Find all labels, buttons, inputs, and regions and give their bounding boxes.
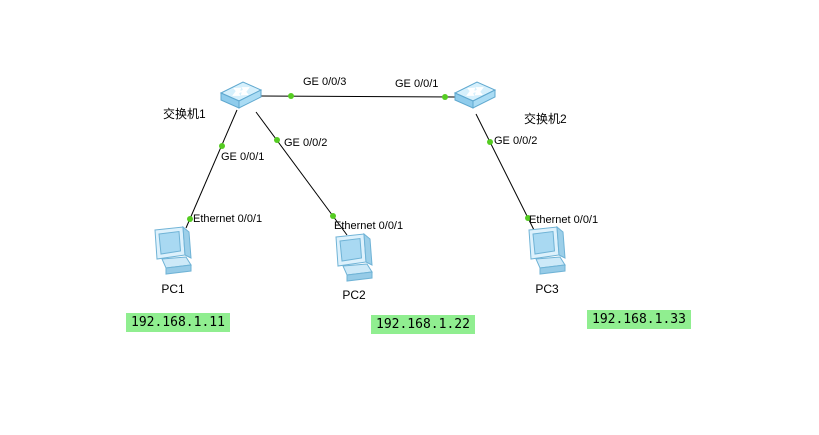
link-endpoint-dot	[330, 213, 336, 219]
switch-icon	[219, 81, 263, 109]
switch-arrows-glyph	[466, 87, 484, 96]
port-label-pc1-ethernet001: Ethernet 0/0/1	[193, 213, 263, 225]
link-switch1-switch2	[259, 93, 457, 100]
switch-arrows-glyph	[232, 87, 250, 96]
pc-icon	[528, 225, 566, 275]
port-label-switch2-ge002: GE 0/0/2	[494, 135, 538, 147]
link-line[interactable]	[185, 109, 238, 229]
port-label-switch2-ge001: GE 0/0/1	[395, 78, 439, 90]
pc-screen	[339, 237, 363, 262]
link-endpoint-dot	[487, 139, 493, 145]
device-label-pc1: PC1	[161, 282, 185, 296]
device-switch1[interactable]	[219, 80, 263, 115]
link-switch1-pc1	[185, 109, 238, 229]
ip-note-pc1[interactable]: 192.168.1.11	[126, 313, 230, 332]
device-label-switch1: 交换机1	[163, 107, 206, 121]
port-label-pc2-ethernet001: Ethernet 0/0/1	[334, 220, 404, 232]
pc-screen	[532, 230, 556, 255]
link-endpoint-dot	[288, 93, 294, 99]
device-label-switch2: 交换机2	[524, 112, 567, 126]
device-pc1[interactable]	[150, 224, 196, 283]
link-endpoint-dot	[187, 216, 193, 222]
pc-icon	[335, 232, 373, 282]
port-label-switch1-ge001: GE 0/0/1	[221, 151, 265, 163]
link-switch1-pc2	[255, 111, 348, 236]
ip-note-pc2[interactable]: 192.168.1.22	[371, 315, 475, 334]
pc-screen	[158, 230, 182, 255]
link-line[interactable]	[475, 113, 535, 231]
link-switch2-pc3	[475, 113, 535, 231]
ip-note-pc3[interactable]: 192.168.1.33	[587, 310, 691, 329]
link-endpoint-dot	[219, 143, 225, 149]
device-pc3[interactable]	[524, 224, 570, 283]
port-label-switch1-ge002: GE 0/0/2	[284, 137, 328, 149]
port-label-switch1-ge003: GE 0/0/3	[303, 76, 347, 88]
device-pc2[interactable]	[331, 231, 377, 290]
link-endpoint-dot	[442, 94, 448, 100]
device-switch2[interactable]	[453, 80, 497, 115]
switch-icon	[453, 81, 497, 109]
device-label-pc3: PC3	[535, 282, 559, 296]
link-endpoint-dot	[274, 137, 280, 143]
port-label-pc3-ethernet001: Ethernet 0/0/1	[529, 214, 599, 226]
link-endpoint-dot	[525, 215, 531, 221]
device-label-pc2: PC2	[342, 288, 366, 302]
pc-icon	[154, 225, 192, 275]
